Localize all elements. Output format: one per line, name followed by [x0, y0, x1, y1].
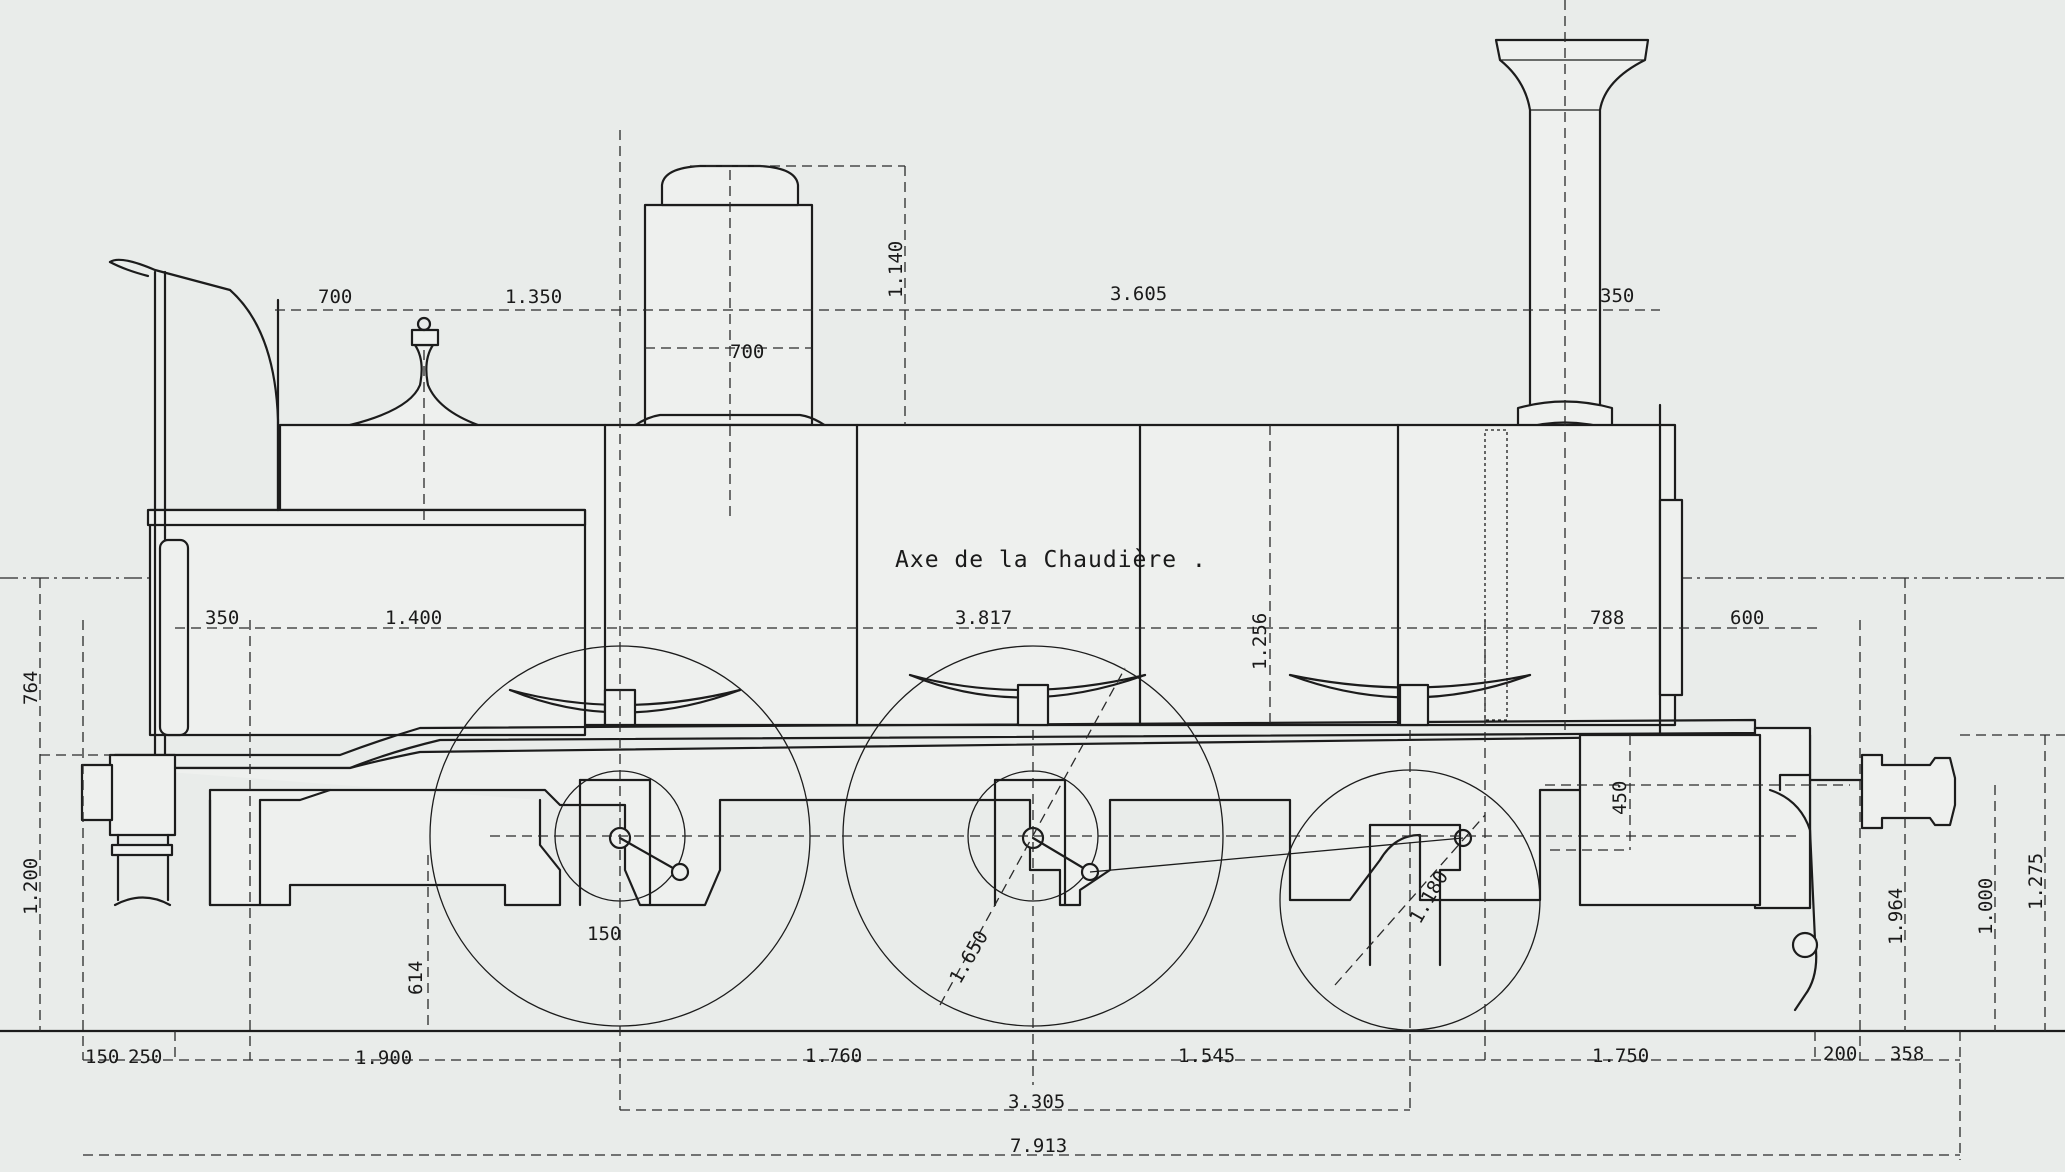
dim-1400: 1.400: [385, 607, 442, 629]
dim-b250: 250: [128, 1046, 162, 1068]
dimension-lines: [39, 165, 2065, 1160]
dim-150-crank: 150: [587, 923, 621, 945]
dim-b200: 200: [1823, 1043, 1857, 1065]
cab: [108, 258, 587, 757]
dim-1275: 1.275: [2025, 853, 2047, 910]
dim-3305: 3.305: [1008, 1091, 1065, 1113]
dim-b1545: 1.545: [1178, 1045, 1235, 1067]
frame: [113, 718, 1812, 907]
safety-valve: [345, 316, 485, 427]
dim-350-left: 350: [205, 607, 239, 629]
dim-3817: 3.817: [955, 607, 1012, 629]
dim-1650: 1.650: [945, 927, 993, 988]
dim-3605: 3.605: [1110, 283, 1167, 305]
dim-1000: 1.000: [1975, 878, 1997, 935]
cylinder: [1545, 733, 1850, 907]
dim-788: 788: [1590, 607, 1624, 629]
dim-b150: 150: [85, 1046, 119, 1068]
front-buffer: [1753, 726, 1957, 1012]
dim-700-dome: 700: [730, 341, 764, 363]
dim-600: 600: [1730, 607, 1764, 629]
dim-1964: 1.964: [1885, 888, 1907, 945]
dim-b358: 358: [1890, 1043, 1924, 1065]
dim-7913: 7.913: [1010, 1135, 1067, 1157]
dim-1140: 1.140: [885, 241, 907, 298]
rear-buffer: [80, 753, 177, 907]
boiler-axis-label: Axe de la Chaudière .: [895, 547, 1207, 573]
dim-b1760: 1.760: [805, 1045, 862, 1067]
dim-1350: 1.350: [505, 286, 562, 308]
dim-700-cab: 700: [318, 286, 352, 308]
chimney: [1494, 38, 1650, 432]
dim-1256: 1.256: [1249, 613, 1271, 670]
dim-614: 614: [405, 961, 427, 995]
dim-450: 450: [1609, 781, 1631, 815]
dim-764: 764: [20, 671, 42, 705]
dim-1200: 1.200: [20, 858, 42, 915]
dim-b1750: 1.750: [1592, 1045, 1649, 1067]
dim-350-chimney: 350: [1600, 285, 1634, 307]
dim-b1900: 1.900: [355, 1047, 412, 1069]
center-lines: [82, 0, 1861, 1110]
